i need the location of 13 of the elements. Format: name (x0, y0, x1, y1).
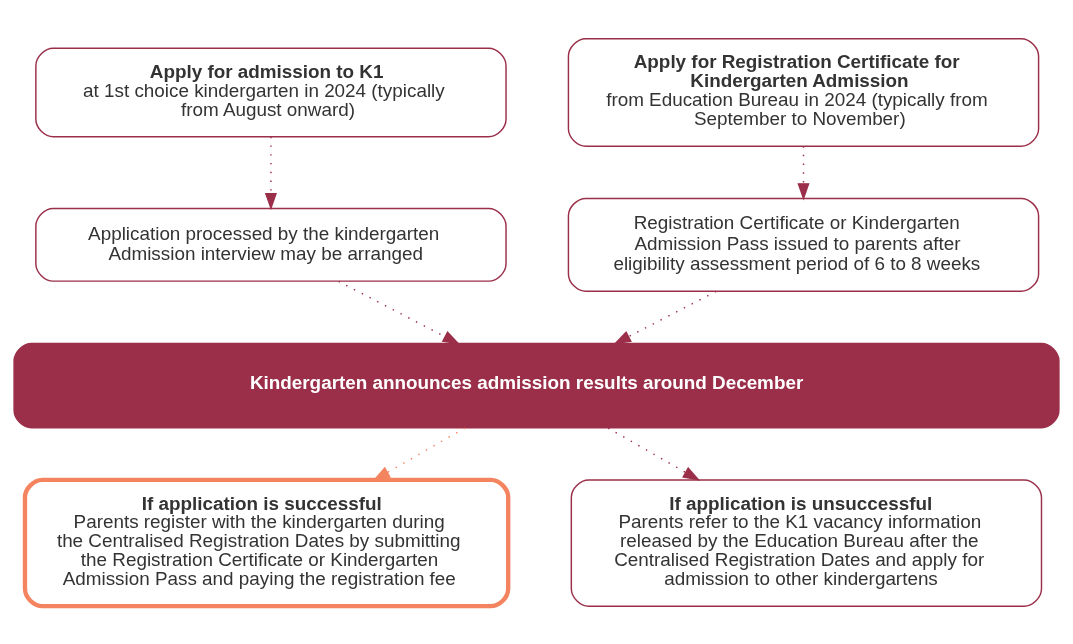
arrow (337, 280, 461, 344)
node-box: Kindergarten announces admission results around December (13, 342, 1060, 428)
node-box: If application is unsuccessful Parents refer to the K1 vacancy information released by the Education Bureau after the Centralised Registration Dates and apply for admission to other kindergartens (570, 478, 1043, 607)
arrow (607, 426, 701, 481)
node-box: Apply for admission to K1 at 1st choice kindergarten in 2024 (typically from August onward) (35, 47, 507, 137)
node-box: If application is successful Parents register with the kindergarten during the Centralised Registration Dates by submitting the Registration Certificate or Kindergarten Admission Pass and paying the registration fee (22, 477, 511, 608)
arrow (797, 145, 810, 201)
node-box: Apply for Registration Certificate for Kindergarten Admission from Education Bureau in 2024 (typically from September to November) (567, 37, 1040, 147)
arrow (264, 135, 278, 210)
arrow (372, 426, 466, 481)
node-box: Application processed by the kindergarten Admission interview may be arranged (35, 207, 507, 282)
node-box: Registration Certificate or Kindergarten Admission Pass issued to parents after eligibility assessment period of 6 to 8 weeks (567, 197, 1040, 292)
arrow (613, 290, 717, 344)
